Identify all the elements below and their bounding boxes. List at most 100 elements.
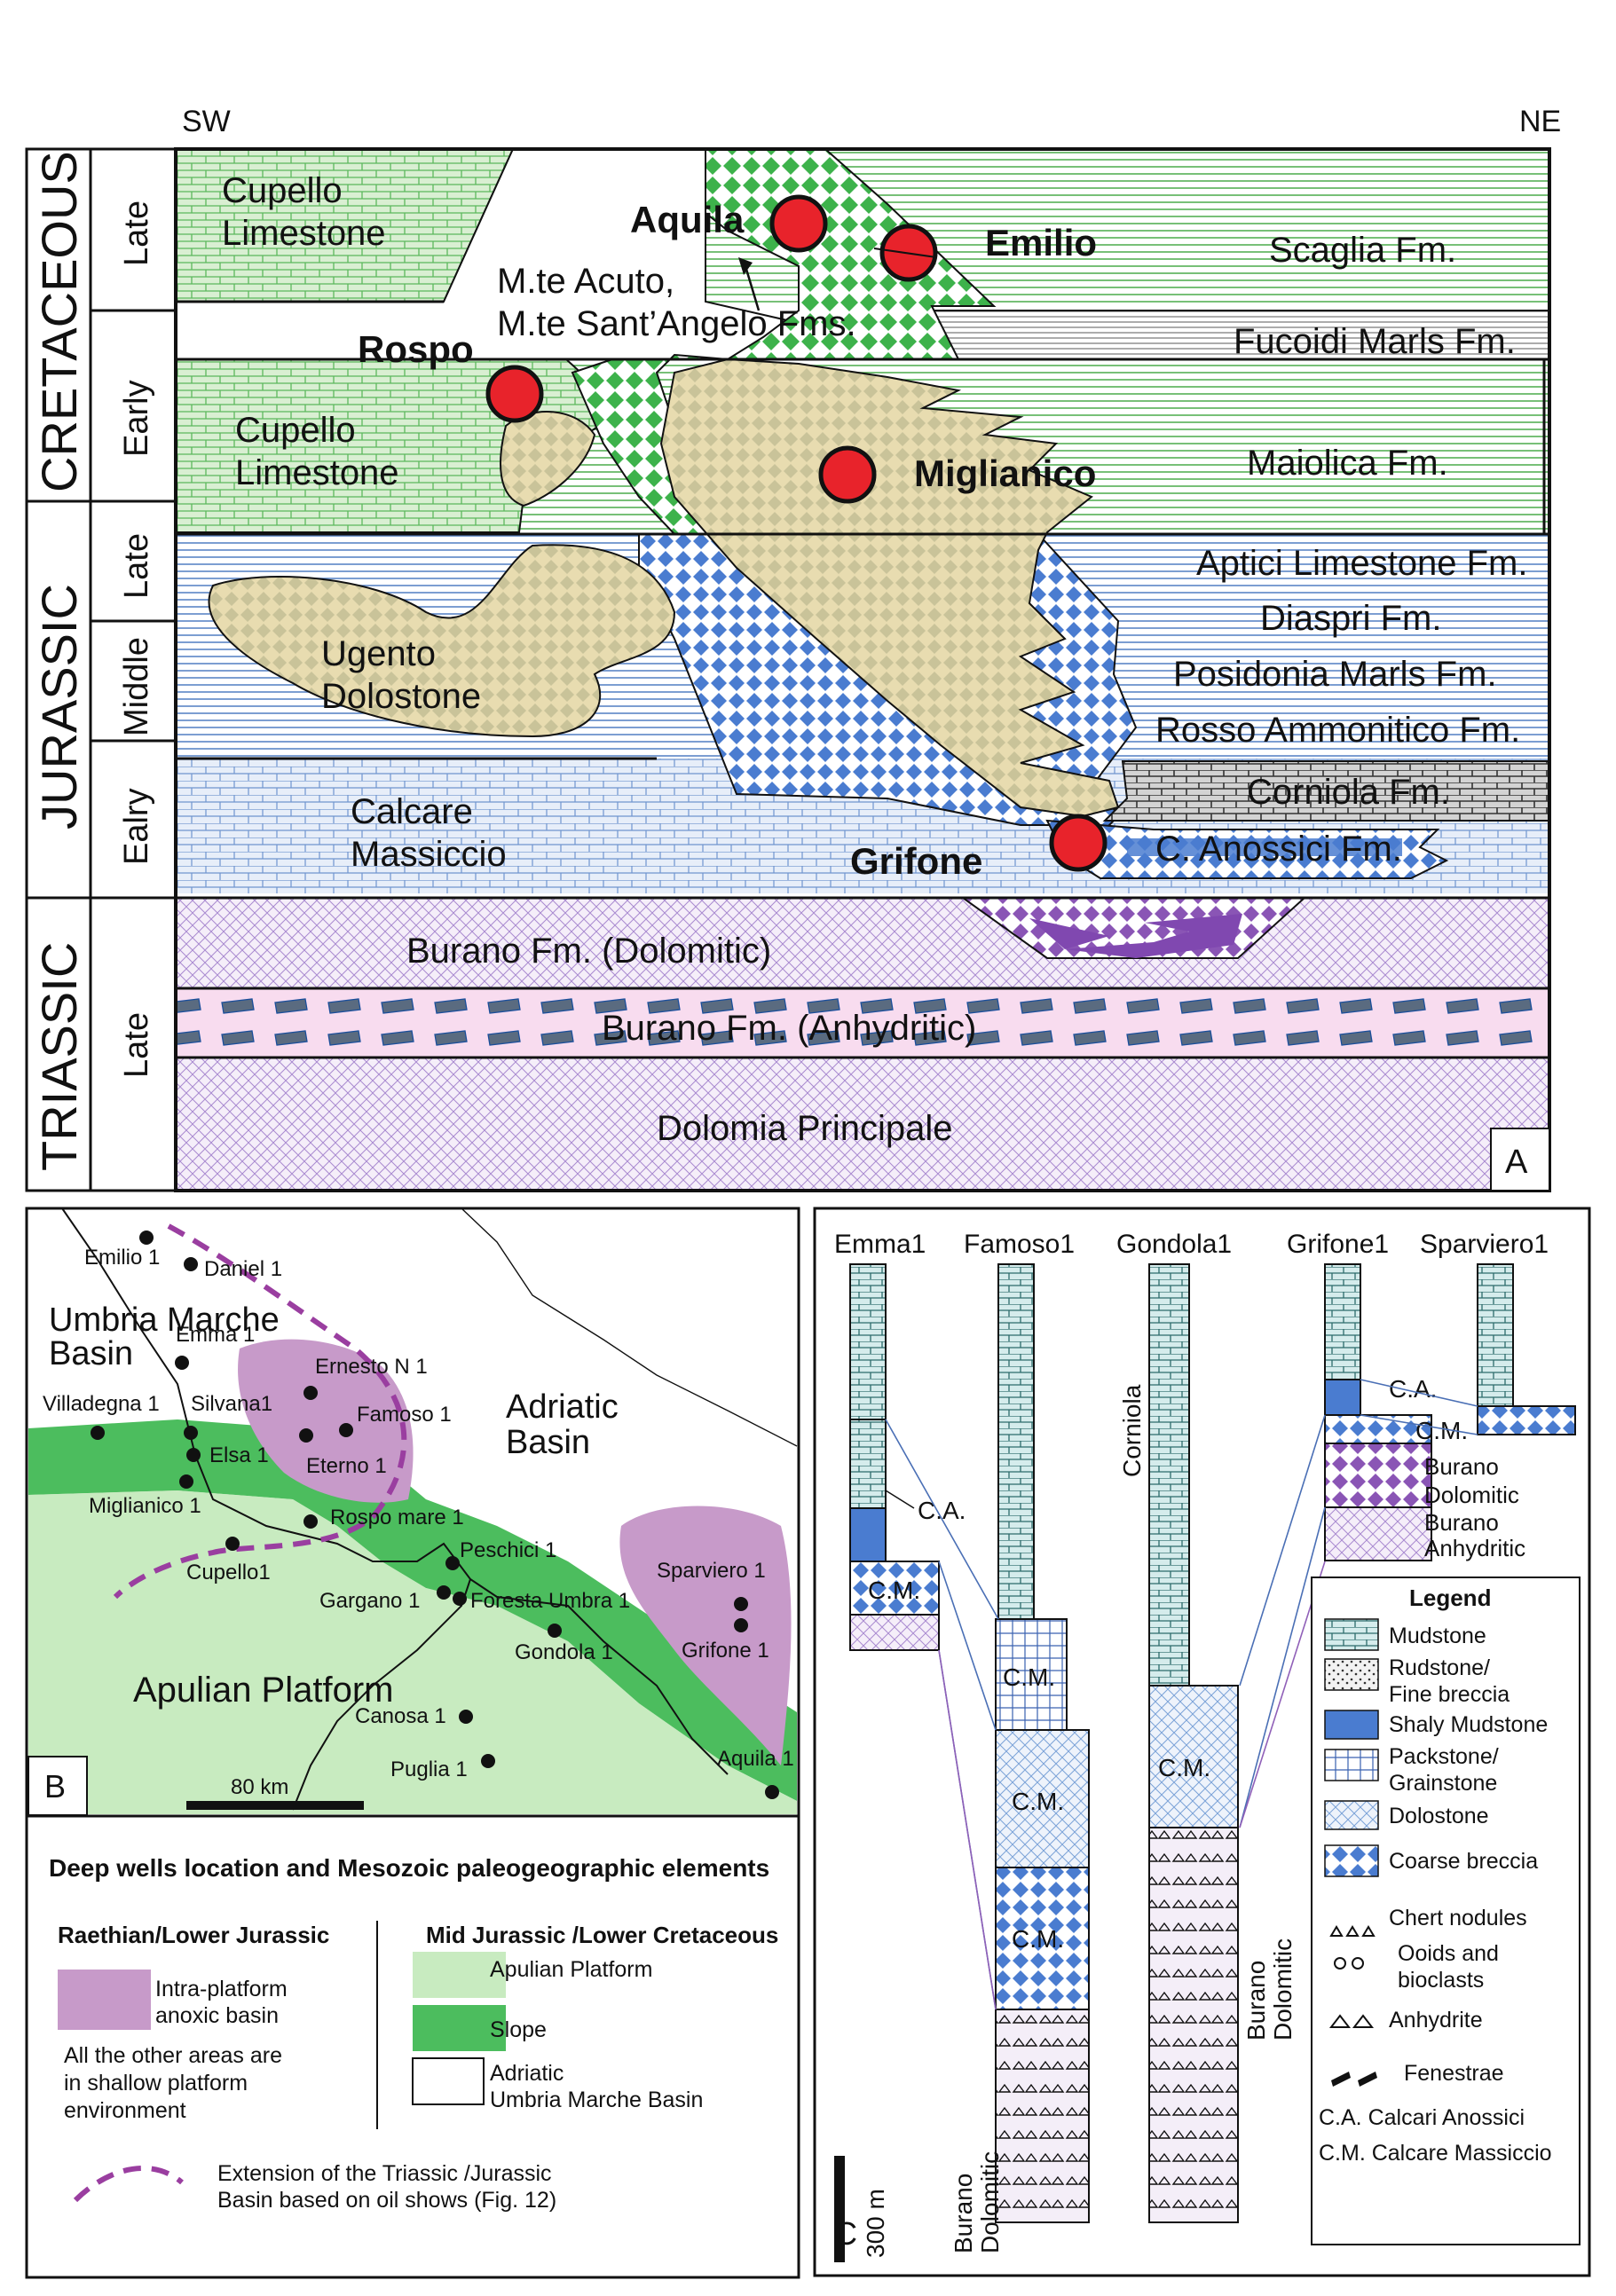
label-dolomia: Dolomia Principale bbox=[657, 1109, 952, 1148]
gondola-dolostone bbox=[1148, 1685, 1239, 1828]
mte-arrow-head bbox=[738, 257, 753, 275]
platform-inner bbox=[28, 1490, 797, 1814]
well-foresta: Foresta Umbra 1 bbox=[470, 1589, 630, 1613]
emilio-leader bbox=[873, 248, 937, 258]
label-anossici: C. Anossici Fm. bbox=[1155, 830, 1402, 869]
well-gargano: Gargano 1 bbox=[319, 1589, 420, 1613]
legend-adriatic-2: Umbria Marche Basin bbox=[490, 2088, 703, 2112]
coastline bbox=[61, 1207, 729, 1811]
period-cretaceous: CRETACEOUS bbox=[31, 151, 87, 492]
legend-rudstone-2: Fine breccia bbox=[1389, 1682, 1510, 1707]
panel-c-label: C bbox=[834, 2215, 857, 2252]
well-dot-rospo bbox=[303, 1514, 318, 1529]
ugento-lens-main bbox=[208, 544, 676, 738]
epoch-tri-late: Late bbox=[118, 1012, 155, 1078]
panel-a-label-box bbox=[1490, 1128, 1550, 1191]
label-mte-2: M.te Sant’Angelo Fms. bbox=[497, 304, 856, 343]
label-fucoidi: Fucoidi Marls Fm. bbox=[1234, 322, 1516, 361]
legend-dolo-swatch bbox=[1324, 1800, 1379, 1830]
well-gondola: Gondola 1 bbox=[515, 1640, 613, 1664]
famoso-cm2-label: C.M. bbox=[1012, 1788, 1064, 1815]
grifone-mudstone bbox=[1324, 1263, 1361, 1380]
famoso-dolomitic-label: Dolomitic bbox=[976, 2151, 1004, 2253]
legend-ooids-2: bioclasts bbox=[1398, 1968, 1484, 1993]
boundary-lines bbox=[176, 300, 1549, 1059]
emma-cm-label: C.M. bbox=[868, 1577, 920, 1604]
corniola-band bbox=[1102, 760, 1550, 822]
legend-other-2: in shallow platform bbox=[64, 2071, 248, 2095]
chert-icon bbox=[1329, 1925, 1376, 1937]
well-grifone-label: Grifone bbox=[850, 840, 982, 882]
famoso-cm3-label: C.M. bbox=[1012, 1925, 1064, 1953]
legend-mud-swatch bbox=[1324, 1618, 1379, 1651]
well-dot-puglia bbox=[481, 1754, 495, 1768]
legend-adriatic-1: Adriatic bbox=[490, 2061, 564, 2086]
legend-other-1: All the other areas are bbox=[64, 2043, 282, 2068]
panel-c-scale-label: 300 m bbox=[862, 2189, 889, 2258]
well-miglianico-marker bbox=[818, 445, 877, 504]
well-dot-ernesto bbox=[303, 1386, 318, 1400]
gondola-burano-label: Burano bbox=[1242, 1961, 1270, 2040]
well-famoso: Famoso 1 bbox=[357, 1403, 452, 1427]
emma-burano bbox=[849, 1614, 940, 1651]
ne-label: NE bbox=[1519, 105, 1561, 138]
well-dot-canosa bbox=[459, 1710, 473, 1724]
well-eterno: Eterno 1 bbox=[306, 1454, 387, 1478]
panel-c: Emma1 Famoso1 Gondola1 Grifone1 Sparvier… bbox=[813, 1207, 1591, 2277]
grifone-burano-dol bbox=[1324, 1443, 1432, 1508]
well-dot-gondola bbox=[548, 1624, 562, 1638]
anoxic-basin-south bbox=[619, 1506, 792, 1765]
legend-apulian-swatch bbox=[413, 1952, 506, 1998]
grifone-cm-label: C.M. bbox=[1415, 1417, 1468, 1444]
well-dot-eterno bbox=[299, 1428, 313, 1443]
label-cupello-upper-2: Limestone bbox=[222, 214, 386, 253]
well-dot-villadegna bbox=[91, 1426, 105, 1440]
gondola-dolomitic-label: Dolomitic bbox=[1269, 1938, 1297, 2040]
gondola-mudstone bbox=[1148, 1263, 1190, 1687]
mte-arrow bbox=[744, 265, 761, 311]
legend-packstone-1: Packstone/ bbox=[1389, 1744, 1499, 1769]
well-grifone-marker bbox=[1049, 814, 1108, 872]
legend-ca-def: C.A. Calcari Anossici bbox=[1319, 2105, 1525, 2130]
gondola-corniola-label: Corniola bbox=[1118, 1384, 1146, 1477]
legend-slope-swatch bbox=[413, 2005, 506, 2051]
well-rospo-label: Rospo bbox=[358, 328, 474, 370]
label-diaspri: Diaspri Fm. bbox=[1260, 599, 1441, 638]
legend-pack-swatch bbox=[1324, 1749, 1379, 1781]
well-dot-sparviero bbox=[734, 1597, 748, 1611]
well-dot-foresta bbox=[453, 1592, 467, 1606]
legend-ooids-1: Ooids and bbox=[1398, 1941, 1499, 1966]
sparviero-mudstone bbox=[1477, 1263, 1514, 1407]
famoso-cm1-label: C.M. bbox=[1003, 1663, 1055, 1691]
legend-rudstone-1: Rudstone/ bbox=[1389, 1655, 1490, 1680]
period-triassic: TRIASSIC bbox=[31, 942, 87, 1171]
legend-apulian: Apulian Platform bbox=[490, 1957, 652, 1982]
well-dot-aquila bbox=[765, 1785, 779, 1799]
triassic-purple-solid bbox=[1029, 914, 1242, 958]
legend-other-3: environment bbox=[64, 2098, 186, 2123]
grifone-burano-anh bbox=[1324, 1506, 1432, 1561]
grifone-anhydritic-label: Anhydritic bbox=[1424, 1535, 1525, 1561]
famoso-coarse bbox=[995, 1867, 1090, 2010]
anhydrite-icon bbox=[1328, 2014, 1375, 2028]
coastline-north bbox=[461, 1207, 798, 1447]
epoch-jur-early: Ealry bbox=[118, 788, 155, 865]
legend-packstone-2: Grainstone bbox=[1389, 1771, 1497, 1796]
label-corniola: Corniola Fm. bbox=[1247, 773, 1450, 812]
label-aptici: Aptici Limestone Fm. bbox=[1196, 544, 1527, 583]
famoso-mudstone bbox=[997, 1263, 1035, 1620]
label-cupello-lower-1: Cupello bbox=[235, 411, 356, 450]
ooid-icon-2 bbox=[1352, 1957, 1364, 1970]
well-dot-silvana bbox=[184, 1426, 198, 1440]
region-umbria-1: Umbria Marche bbox=[49, 1301, 280, 1339]
period-jurassic: JURASSIC bbox=[31, 584, 87, 830]
well-emma1: Emma 1 bbox=[176, 1323, 255, 1347]
epoch-cret-late: Late bbox=[118, 201, 155, 266]
well-elsa: Elsa 1 bbox=[209, 1443, 269, 1467]
well-grifone: Grifone 1 bbox=[682, 1639, 769, 1663]
well-dot-gargano bbox=[437, 1585, 451, 1600]
scale-bar bbox=[186, 1801, 364, 1810]
label-calcare-2: Massiccio bbox=[351, 835, 507, 874]
col-title-gondola: Gondola1 bbox=[1116, 1230, 1232, 1259]
emma-mudstone bbox=[849, 1263, 887, 1420]
